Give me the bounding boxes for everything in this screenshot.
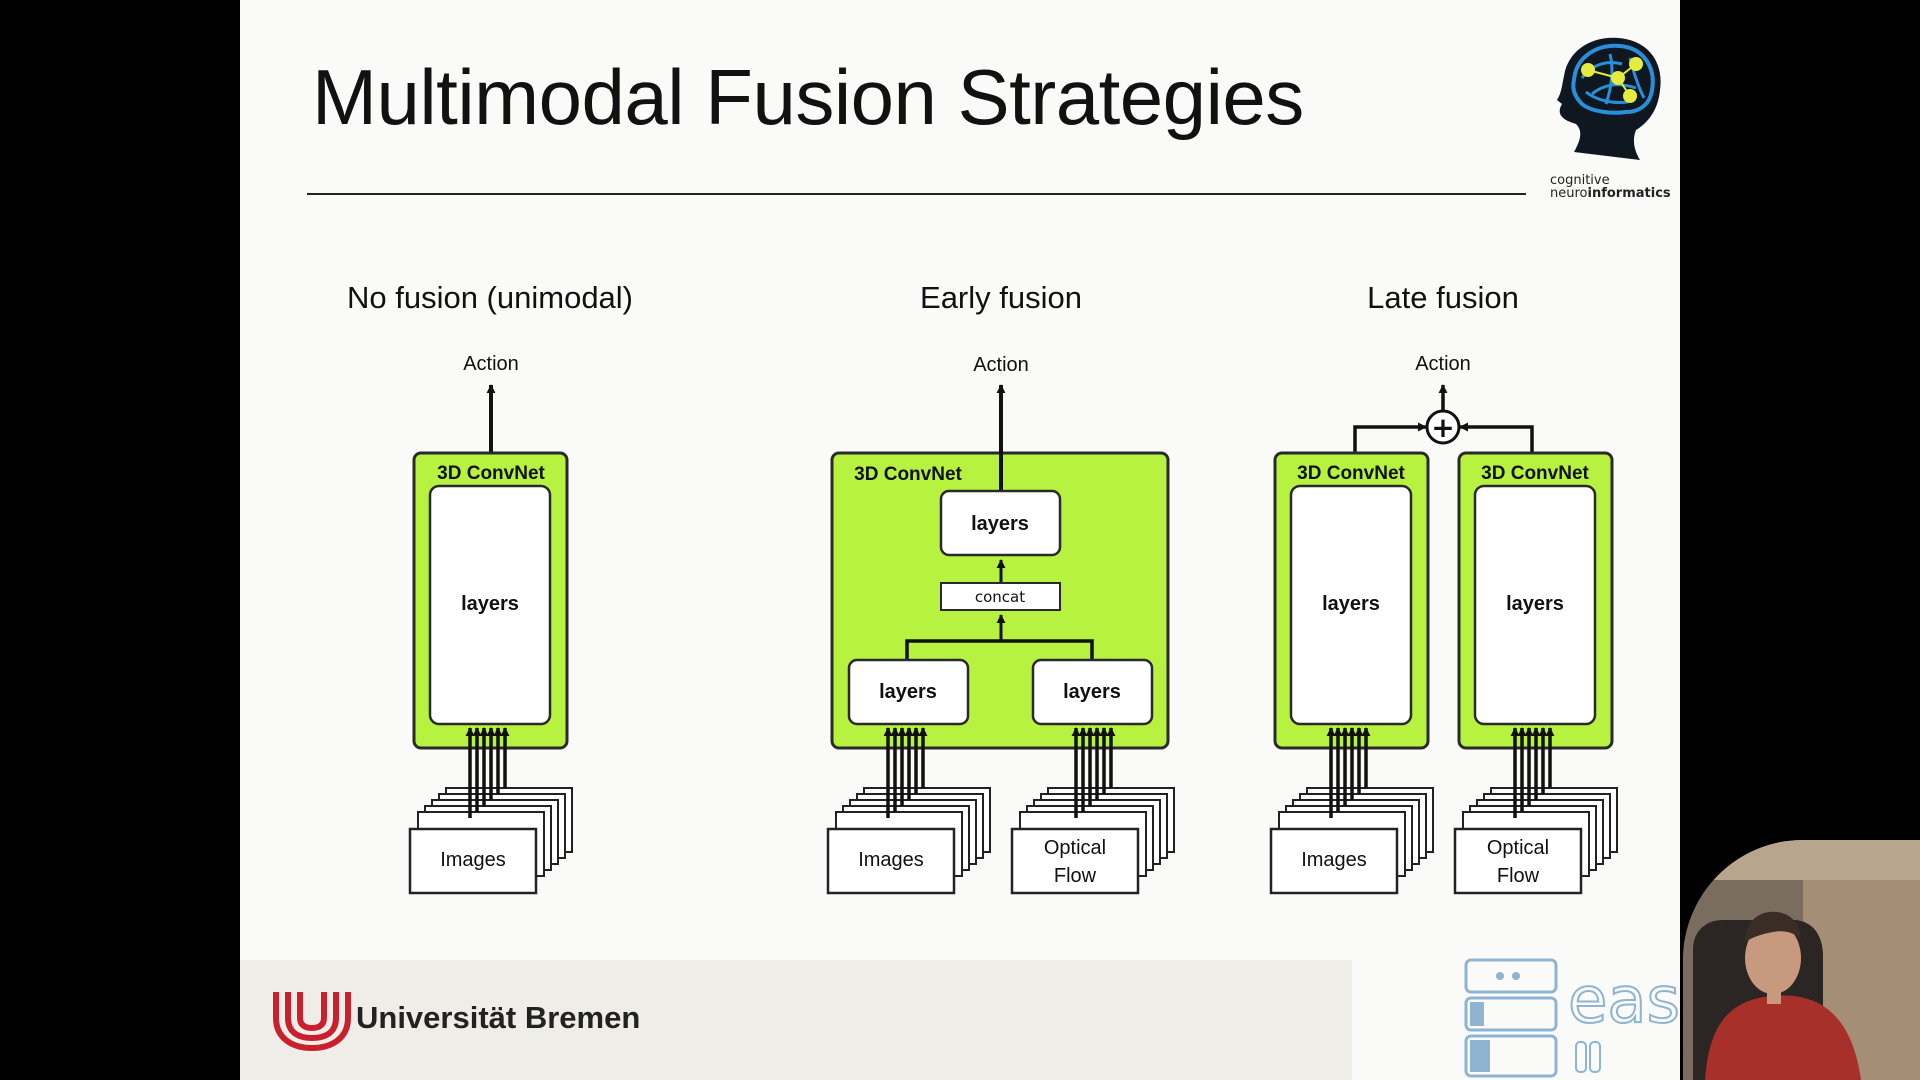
late-fusion-flow-label-line1: Optical	[1487, 837, 1549, 859]
no-fusion-heading: No fusion (unimodal)	[347, 280, 633, 315]
late-fusion-right-convnet-label: 3D ConvNet	[1481, 463, 1589, 484]
no-fusion-output-label: Action	[463, 353, 519, 375]
early-fusion-left-layers-label: layers	[879, 681, 937, 703]
early-fusion-convnet-label: 3D ConvNet	[854, 464, 962, 485]
late-fusion-left-connector	[1353, 422, 1427, 453]
early-fusion-right-layers-box	[1031, 658, 1154, 726]
slide: Multimodal Fusion Strategies cognitive n…	[240, 0, 1680, 1080]
no-fusion-input-arrows	[465, 727, 510, 818]
early-fusion-top-layers-label: layers	[971, 513, 1029, 535]
late-fusion-flow-arrows	[1510, 727, 1555, 818]
late-fusion-right-layers-box	[1473, 484, 1597, 726]
late-fusion-right-connector	[1459, 422, 1534, 453]
late-fusion-images-stack	[1269, 787, 1434, 895]
early-fusion-flow-arrows	[1071, 727, 1116, 818]
no-fusion-convnet-label: 3D ConvNet	[437, 463, 545, 484]
late-fusion-flow-stack	[1453, 787, 1618, 895]
early-fusion-top-layers-box	[939, 489, 1062, 557]
slide-title: Multimodal Fusion Strategies	[312, 53, 1304, 141]
early-fusion-heading: Early fusion	[920, 280, 1082, 315]
late-fusion-output-label: Action	[1415, 353, 1471, 375]
no-fusion-panel: No fusion (unimodal) Action 3D ConvNet l…	[347, 280, 633, 895]
brain-head-icon	[1557, 37, 1661, 161]
presenter-video-image	[1683, 840, 1920, 1080]
late-fusion-left-convnet-label: 3D ConvNet	[1297, 463, 1405, 484]
early-fusion-left-layers-box	[847, 658, 970, 726]
lab-logo-text-line2: neuroinformatics	[1550, 186, 1671, 201]
late-fusion-sum-symbol: +	[1431, 411, 1454, 444]
early-fusion-flow-label-line2: Flow	[1054, 865, 1097, 887]
late-fusion-sum-node	[1425, 409, 1461, 445]
cognitive-neuroinformatics-logo: cognitive neuroinformatics	[1544, 34, 1671, 204]
early-fusion-panel: Early fusion Action 3D ConvNet layers co…	[826, 280, 1175, 895]
late-fusion-images-label: Images	[1301, 849, 1367, 871]
late-fusion-left-layers-box	[1289, 484, 1413, 726]
lab-logo-text-line1: cognitive	[1550, 173, 1610, 188]
early-fusion-flow-label-line1: Optical	[1044, 837, 1106, 859]
late-fusion-panel: Late fusion Action + 3D ConvNet layers 3…	[1269, 280, 1618, 895]
ease-logo-text: ease	[1568, 964, 1680, 1038]
early-fusion-images-arrows	[883, 727, 928, 818]
universitaet-bremen-logo-icon	[273, 992, 351, 1052]
no-fusion-layers-box	[428, 484, 552, 726]
late-fusion-flow-label-line2: Flow	[1497, 865, 1540, 887]
late-fusion-right-layers-label: layers	[1506, 593, 1564, 615]
early-fusion-concat-label: concat	[975, 588, 1025, 606]
late-fusion-left-layers-label: layers	[1322, 593, 1380, 615]
early-fusion-right-layers-label: layers	[1063, 681, 1121, 703]
late-fusion-heading: Late fusion	[1367, 280, 1519, 315]
late-fusion-images-arrows	[1326, 727, 1371, 818]
early-fusion-images-stack	[826, 787, 991, 895]
early-fusion-concat-box	[940, 582, 1061, 611]
no-fusion-layers-label: layers	[461, 593, 519, 615]
early-fusion-images-label: Images	[858, 849, 924, 871]
no-fusion-input-label: Images	[440, 849, 506, 871]
footer-band	[240, 960, 1352, 1080]
ease-logo: ease	[1456, 954, 1680, 1080]
no-fusion-input-stack	[408, 787, 573, 895]
early-fusion-output-label: Action	[973, 354, 1029, 376]
webcam-overlay	[1683, 840, 1920, 1080]
early-fusion-flow-stack	[1010, 787, 1175, 895]
university-name: Universität Bremen	[356, 1000, 641, 1035]
title-divider	[307, 193, 1526, 195]
fusion-diagram: No fusion (unimodal) Action 3D ConvNet l…	[347, 280, 1618, 895]
